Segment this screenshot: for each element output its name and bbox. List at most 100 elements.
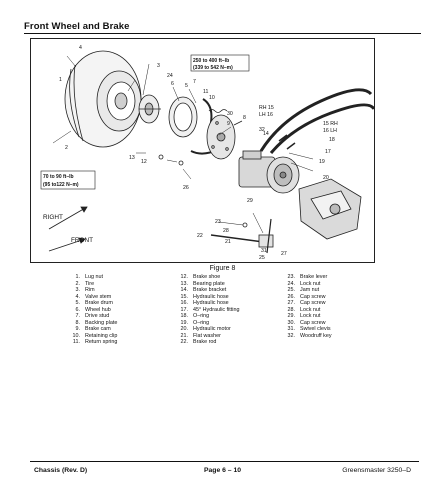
callout-23: 23 [215, 219, 221, 225]
legend-num: 30. [287, 319, 296, 326]
legend-item: 1.Lug nut [68, 274, 117, 281]
legend-label: Brake shoe [193, 274, 221, 280]
callout-3: 3 [157, 63, 160, 69]
legend-item: 16. Hydraulic hose [176, 300, 240, 307]
backing-plate-drawing [206, 114, 236, 160]
legend-num: 4. [75, 293, 81, 300]
legend-num: 12. [180, 274, 189, 280]
direction-arrows [48, 206, 88, 252]
legend-label: Tire [85, 280, 95, 287]
legend-num: 2. [75, 280, 81, 287]
exploded-diagram: 250 to 400 ft–lb (339 to 542 N–m) 70 to … [30, 38, 375, 263]
legend-num: 13. [180, 280, 189, 287]
legend-label: Brake cam [85, 326, 111, 332]
callout-27: 27 [281, 251, 287, 257]
legend-label: O–ring [193, 313, 210, 319]
callout-9: 9 [227, 121, 230, 127]
legend-item: 15.Hydraulic hose [176, 294, 240, 301]
legend-num: 14. [180, 287, 189, 293]
legend-label: Return spring [85, 339, 118, 345]
title-rule [24, 33, 421, 34]
direction-right-label: RIGHT [43, 214, 63, 221]
legend-num: 25. [287, 287, 296, 293]
footer-rule [30, 461, 419, 462]
legend-num: 31. [287, 326, 296, 332]
legend-item: 7.Drive stud [68, 313, 117, 320]
legend-item: 23.Brake lever [283, 274, 332, 281]
callout-2: 2 [65, 145, 68, 151]
legend-item: 29.Lock nut [283, 313, 332, 320]
torque-box-top [190, 54, 250, 72]
torque-top-line2: (339 to 542 N–m) [193, 65, 233, 71]
legend-num: 19. [180, 319, 189, 326]
legend-num: 9. [75, 326, 81, 332]
legend-label: Brake lever [300, 274, 328, 280]
legend-label: Lock nut [300, 280, 321, 287]
legend-label: Cap screw [300, 319, 326, 326]
legend-item: 26. Cap screw [283, 294, 332, 301]
legend-num: 16. [180, 300, 189, 306]
legend-item: 6.Wheel hub [68, 307, 117, 314]
legend-label: Cap screw [300, 300, 326, 306]
legend-num: 6. [75, 306, 81, 313]
callout-26: 26 [183, 185, 189, 191]
callout-31: 31 [261, 248, 267, 254]
footer-page-number: Page 6 – 10 [203, 467, 242, 474]
legend-label: Brake drum [85, 300, 113, 306]
legend-label: Drive stud [85, 313, 110, 319]
legend-num: 10. [72, 332, 81, 339]
spring-drawing [208, 109, 243, 126]
legend-item: 28. Lock nut [283, 307, 332, 314]
legend-item: 19.O–ring [176, 320, 240, 327]
legend-label: Lock nut [300, 313, 321, 319]
callout-29: 29 [247, 198, 253, 204]
legend-label: Hydraulic hose [193, 300, 229, 306]
legend-item: 10.Retaining clip [68, 332, 118, 340]
legend-label: Lock nut [300, 306, 321, 313]
callout-12: 12 [141, 159, 147, 165]
brake-drum-drawing [168, 96, 198, 138]
legend-num: 17. [180, 306, 189, 313]
figure-caption: Figure 8 [209, 265, 236, 272]
legend-column-1: 1.Lug nut 2. Tire 3.Rim 4.Valve stem 5.Br… [68, 274, 118, 346]
legend-num: 24. [287, 280, 296, 287]
legend-item: 11.Return spring [68, 339, 117, 346]
callout-5: 5 [185, 83, 188, 89]
legend-item: 31.Swivel clevis [283, 326, 332, 333]
torque-top-line1: 250 to 400 ft–lb [193, 58, 229, 64]
legend-item: 9. Brake cam [68, 326, 117, 333]
legend-item: 3.Rim [68, 287, 117, 294]
callout-28: 28 [223, 228, 229, 234]
callout-8: 8 [243, 115, 246, 121]
callout-1: 1 [59, 77, 62, 83]
legend-item: 32.Woodruff key [283, 333, 332, 340]
legend-label: Cap screw [300, 293, 326, 300]
legend-label: Jam nut [300, 287, 320, 293]
legend-item: 4.Valve stem [68, 294, 117, 301]
callout-15-rh-b: 15 RH [323, 121, 338, 127]
legend-num: 28. [287, 306, 296, 313]
legend-num: 26. [287, 293, 296, 300]
torque-left-line2: (95 to122 N–m) [43, 182, 79, 188]
legend-item: 13.Bearing plate [176, 281, 240, 288]
legend-item: 24. Lock nut [283, 281, 332, 288]
callout-20: 20 [323, 175, 329, 181]
hydraulic-hose-drawing [259, 88, 374, 154]
legend-item: 21.Flat washer [176, 333, 240, 340]
legend-item: 5.Brake drum [68, 300, 117, 307]
callout-19: 19 [319, 159, 325, 165]
legend-num: 8. [75, 319, 81, 326]
brake-bracket-drawing [298, 178, 362, 240]
hydraulic-motor-drawing [238, 150, 300, 194]
legend-num: 32. [287, 332, 296, 339]
legend-label: Backing plate [85, 319, 118, 326]
legend-num: 20. [180, 326, 189, 332]
legend-item: 20.Hydraulic motor [176, 326, 240, 333]
callout-17: 17 [325, 149, 331, 155]
callout-16-lh: LH 16 [259, 112, 273, 118]
legend-num: 1. [75, 274, 81, 280]
legend-label: Brake bracket [193, 287, 227, 293]
callout-18: 18 [329, 137, 335, 143]
legend-label: Rim [85, 287, 95, 293]
